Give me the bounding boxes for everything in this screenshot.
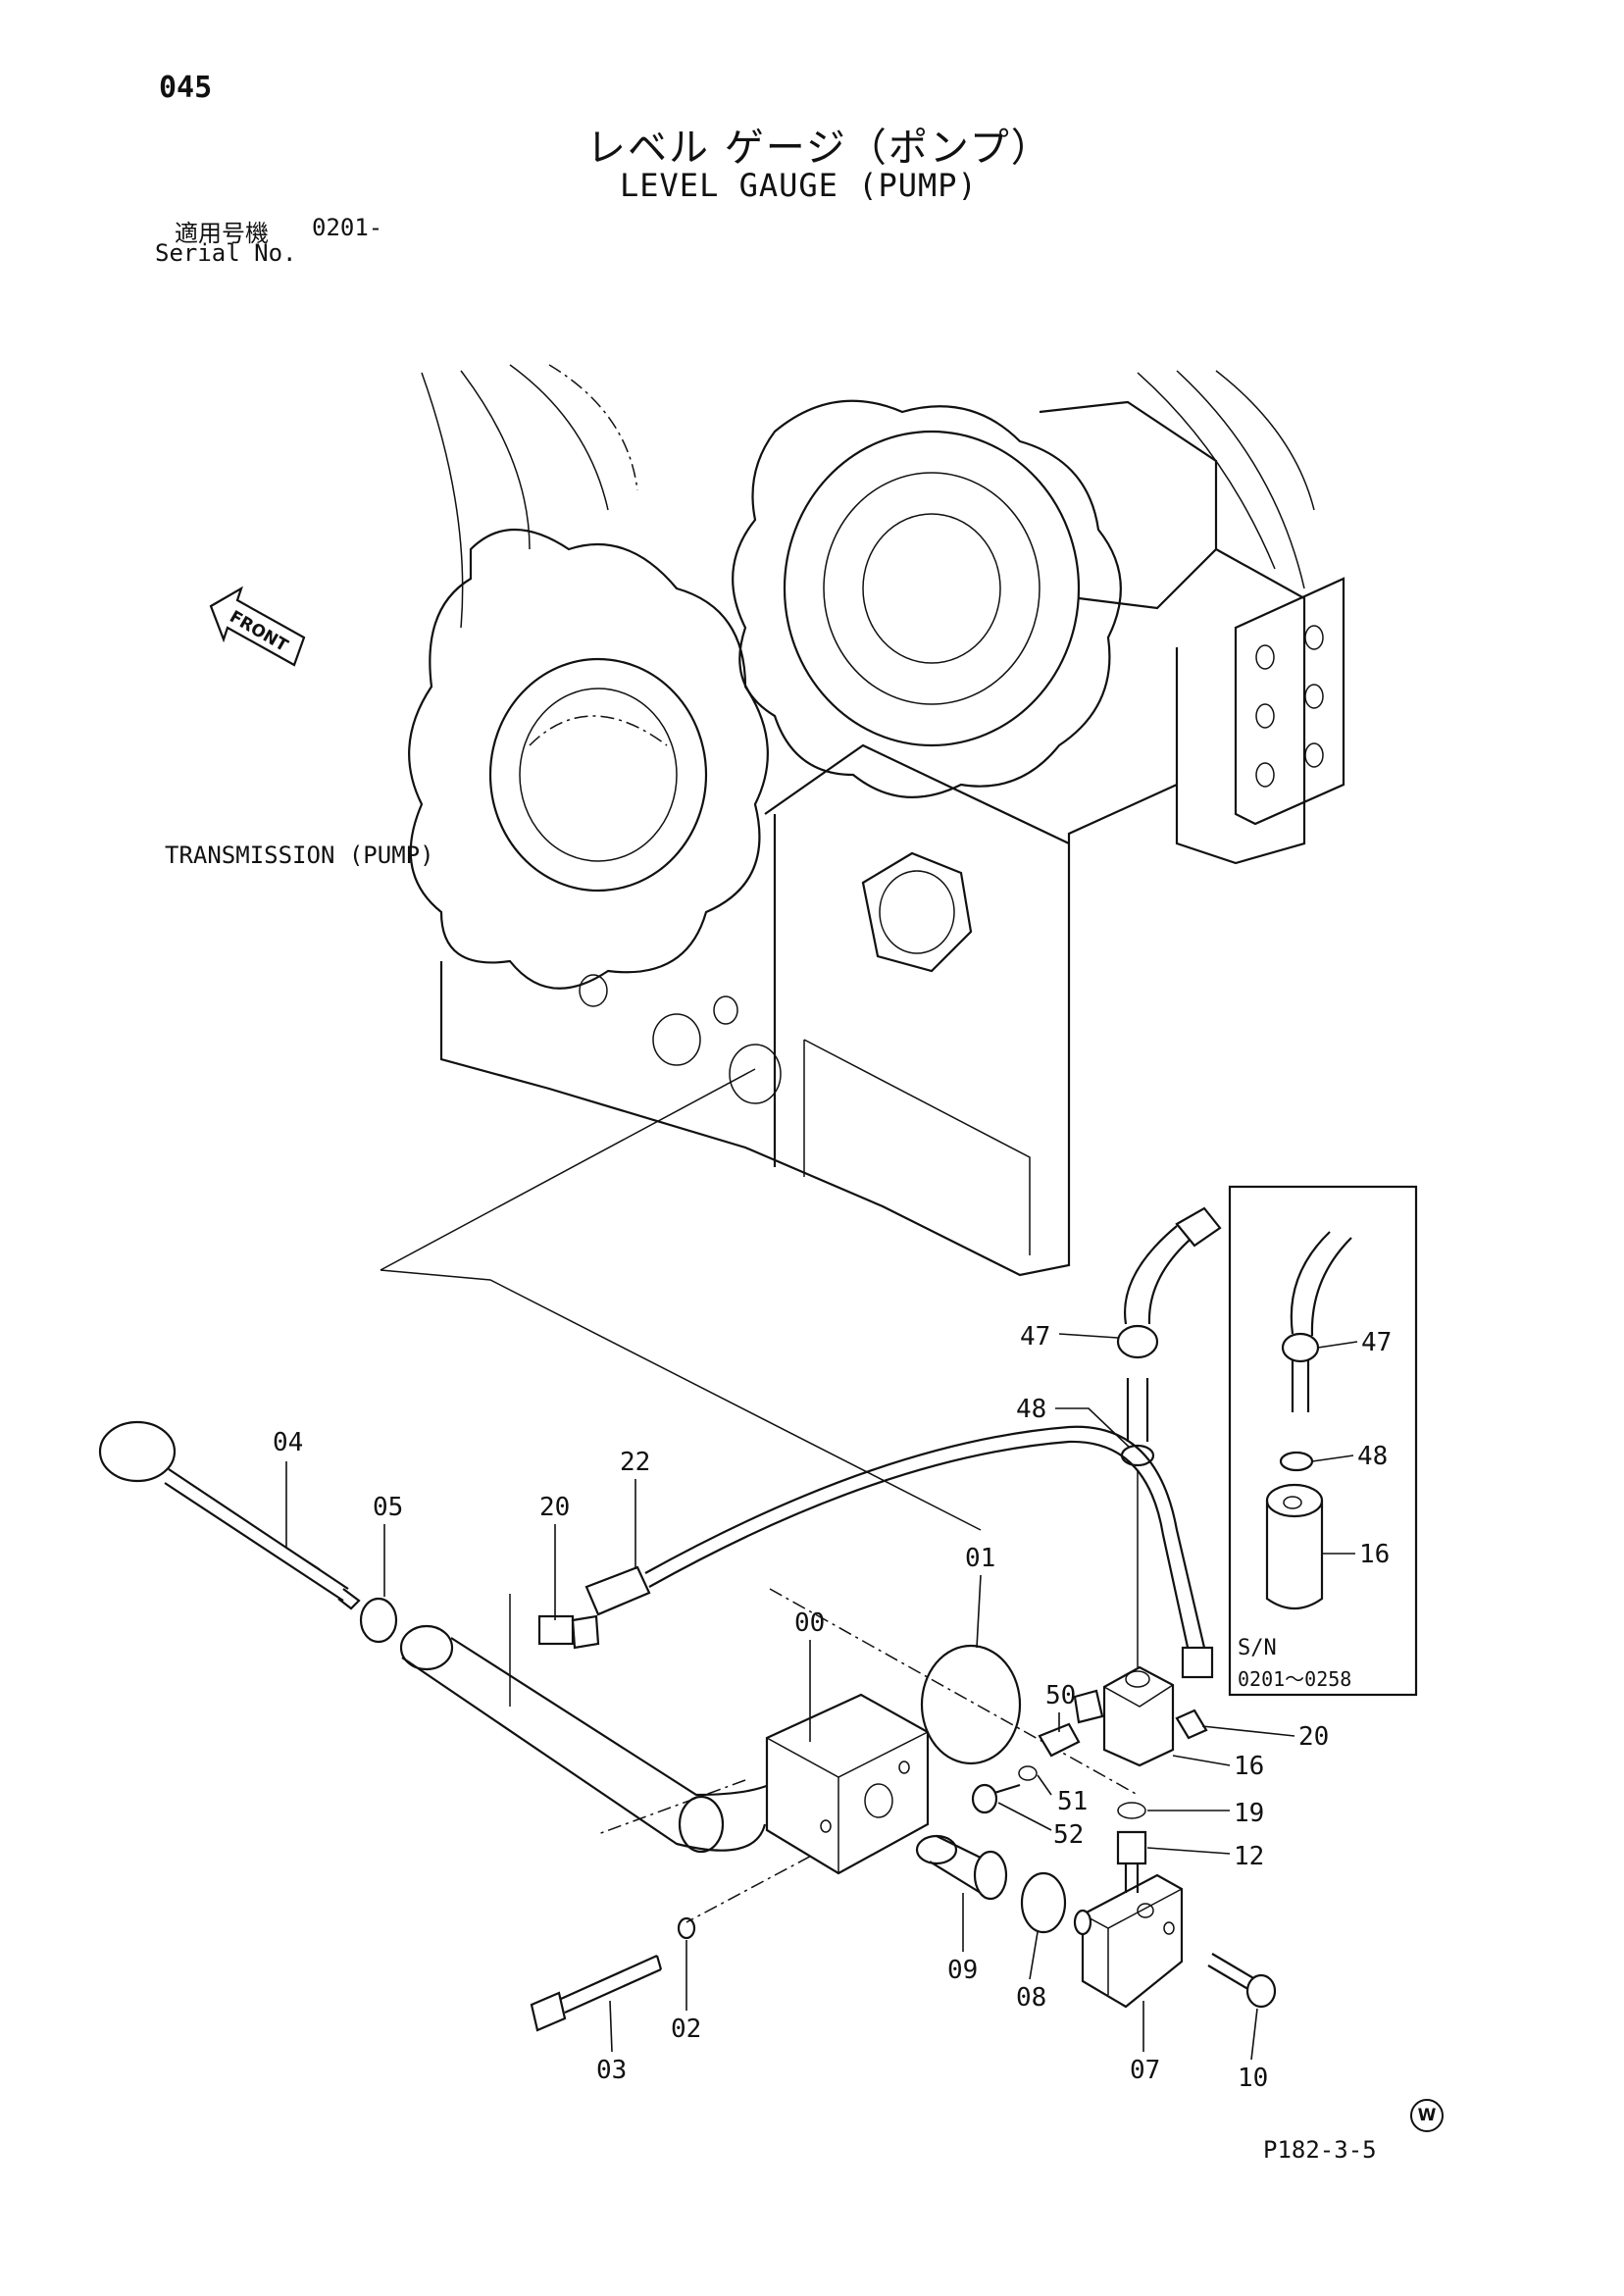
title-japanese: レベル ゲージ（ポンプ） (586, 126, 1052, 171)
o-ring-08 (1020, 1871, 1067, 1934)
sensor-housing-16 (1073, 1665, 1175, 1767)
washer-51 (1018, 1765, 1038, 1781)
callout-10: 10 (1238, 2064, 1269, 2093)
inset-box (1228, 1185, 1418, 1697)
callout-48: 48 (1016, 1395, 1047, 1424)
inset-callout-47: 47 (1361, 1328, 1393, 1357)
inset-sn-range: 0201～0258 (1238, 1667, 1352, 1691)
inset-callout-48: 48 (1357, 1442, 1389, 1471)
filler-pipe (399, 1624, 786, 1854)
o-ring-01 (920, 1644, 1022, 1765)
callout-52: 52 (1053, 1820, 1085, 1850)
elbow-adapter-20-left (509, 1594, 600, 1707)
callout-47: 47 (1020, 1322, 1051, 1352)
fitting-09 (915, 1834, 1008, 1901)
dipstick-part (98, 1420, 361, 1610)
callout-05: 05 (373, 1493, 404, 1522)
w-mark-icon: W (1410, 2099, 1444, 2132)
callout-02: 02 (671, 2015, 702, 2044)
callout-01: 01 (965, 1544, 996, 1573)
hose-22 (584, 1425, 1214, 1679)
serial-label-japanese: 適用号機 (175, 220, 269, 247)
callout-19: 19 (1234, 1799, 1265, 1828)
callout-20-right: 20 (1298, 1722, 1330, 1752)
callout-20-left: 20 (539, 1493, 571, 1522)
inset-callout-16: 16 (1359, 1540, 1391, 1569)
bolt-03 (530, 1954, 663, 2032)
callout-09: 09 (947, 1956, 979, 1985)
callout-50: 50 (1045, 1681, 1077, 1710)
bracket-50 (1038, 1722, 1081, 1758)
screw-52 (971, 1783, 1021, 1814)
title-english: LEVEL GAUGE (PUMP) (620, 167, 978, 204)
callout-12: 12 (1234, 1842, 1265, 1871)
elbow-adapter-20-right (1175, 1709, 1208, 1740)
serial-value: 0201- (312, 214, 383, 241)
washer-02 (677, 1916, 696, 1940)
o-ring-05 (359, 1597, 398, 1644)
sensor-block-07 (1073, 1873, 1184, 2009)
washer-19 (1117, 1802, 1146, 1819)
callout-51: 51 (1057, 1787, 1089, 1816)
page-code: P182-3-5 (1263, 2136, 1377, 2164)
level-sensor-47 (1116, 1206, 1222, 1667)
callout-22: 22 (620, 1448, 651, 1477)
callout-16: 16 (1234, 1752, 1265, 1781)
transmission-housing (408, 364, 1345, 1277)
callout-00: 00 (794, 1608, 826, 1638)
front-arrow-icon: FRONT (209, 586, 306, 667)
transmission-label: TRANSMISSION (PUMP) (165, 842, 434, 869)
level-gauge-block-00 (765, 1693, 930, 1875)
fitting-12 (1116, 1830, 1147, 1893)
bolt-10 (1207, 1953, 1277, 2009)
callout-04: 04 (273, 1428, 304, 1457)
callout-08: 08 (1016, 1983, 1047, 2013)
callout-07: 07 (1130, 2056, 1161, 2085)
serial-label-english: Serial No. (155, 239, 297, 267)
washer-48 (1120, 1444, 1155, 1467)
page-number: 045 (159, 71, 213, 105)
callout-03: 03 (596, 2056, 628, 2085)
inset-sn-label: S/N (1238, 1636, 1277, 1660)
